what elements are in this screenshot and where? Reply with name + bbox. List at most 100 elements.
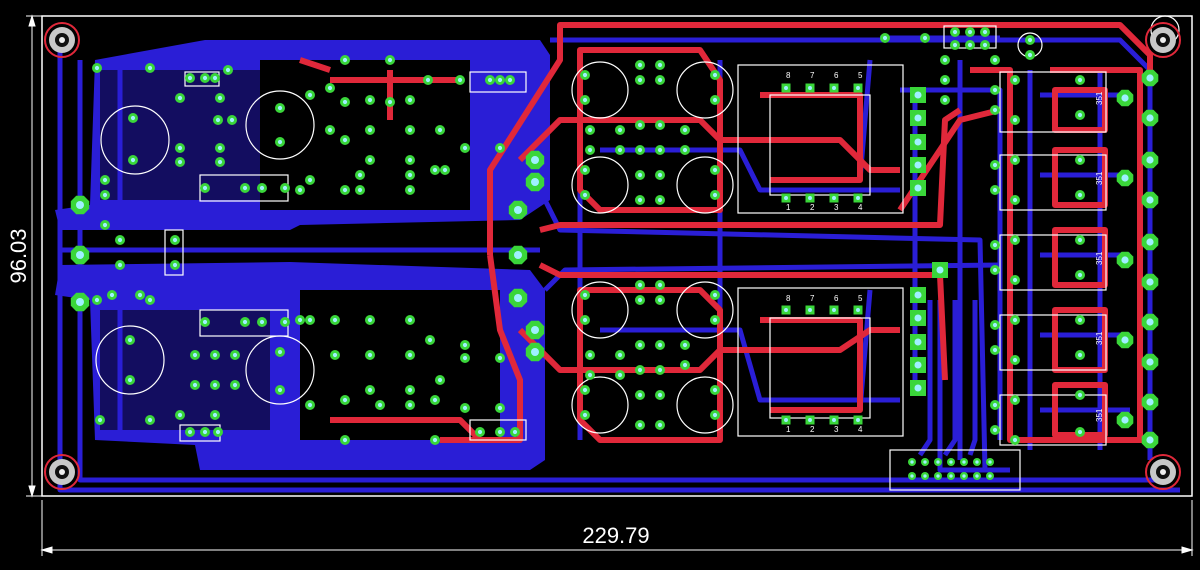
component-pad <box>405 170 415 180</box>
speaker-terminal-pad <box>1141 69 1159 87</box>
capacitor-outline <box>100 105 170 175</box>
transformer-pin-label: 1 <box>786 425 791 434</box>
component-pad <box>460 353 470 363</box>
component-pad <box>990 55 1000 65</box>
component-pad <box>340 435 350 445</box>
component-pad <box>365 95 375 105</box>
relay-lower-2: 351 <box>999 394 1107 446</box>
mounting-hole <box>1145 454 1181 490</box>
component-pad <box>295 185 305 195</box>
transformer-pin-label: 7 <box>810 71 815 80</box>
component-pad <box>305 315 315 325</box>
mounting-holes <box>44 22 1181 490</box>
transformer-upper: 8 7 6 5 1 2 3 4 <box>737 64 904 214</box>
component-pad <box>710 165 720 175</box>
component-pad <box>1010 315 1020 325</box>
header-pad <box>910 380 926 396</box>
component-pad <box>635 365 645 375</box>
relay-label: 351 <box>1095 251 1104 265</box>
mounting-hole <box>1145 22 1181 58</box>
capacitor-outline <box>245 90 315 160</box>
component-pad <box>405 400 415 410</box>
component-pad <box>585 350 595 360</box>
component-pad <box>355 170 365 180</box>
header-pin <box>960 472 968 480</box>
component-pad <box>340 55 350 65</box>
component-pad <box>305 400 315 410</box>
component-pad <box>305 175 315 185</box>
component-pad <box>430 435 440 445</box>
header-pin <box>973 472 981 480</box>
component-pad <box>215 143 225 153</box>
component-pad <box>920 33 930 43</box>
transformer-pin <box>853 415 863 425</box>
component-pad <box>510 427 520 437</box>
component-pad <box>495 75 505 85</box>
component-pad <box>425 335 435 345</box>
component-pad <box>580 410 590 420</box>
component-pad <box>710 70 720 80</box>
transformer-pin <box>853 193 863 203</box>
component-pad <box>580 290 590 300</box>
connector-pad <box>525 320 545 340</box>
component-pad <box>135 290 145 300</box>
transformer-pin-label: 8 <box>786 294 791 303</box>
component-pad <box>1075 350 1085 360</box>
component-pad <box>940 95 950 105</box>
header-pad <box>910 357 926 373</box>
component-pad <box>280 317 290 327</box>
component-pad <box>115 260 125 270</box>
component-pad <box>423 75 433 85</box>
component-pad <box>710 190 720 200</box>
speaker-terminal-pad <box>1141 431 1159 449</box>
component-pad <box>175 410 185 420</box>
component-pad <box>1075 190 1085 200</box>
component-pad <box>990 400 1000 410</box>
connector-pad <box>525 172 545 192</box>
component-pad <box>460 403 470 413</box>
component-pad <box>1075 235 1085 245</box>
transformer-pin-label: 5 <box>858 294 863 303</box>
component-pad <box>615 370 625 380</box>
component-pad <box>635 60 645 70</box>
component-pad <box>1075 75 1085 85</box>
component-pad <box>655 365 665 375</box>
transformer-pin <box>853 83 863 93</box>
component-pad <box>365 315 375 325</box>
transformer-lower: 8 7 6 5 1 2 3 4 <box>737 287 904 437</box>
header-pad <box>910 287 926 303</box>
component-pad <box>950 27 960 37</box>
component-pad <box>615 350 625 360</box>
width-dimension-label: 229.79 <box>582 523 649 548</box>
component-pad <box>440 165 450 175</box>
capacitor-outline <box>676 156 734 214</box>
header-pin <box>934 472 942 480</box>
component-pad <box>92 63 102 73</box>
header-pin <box>960 458 968 466</box>
connector-pad <box>70 292 90 312</box>
component-pad <box>655 195 665 205</box>
connector-pad <box>525 150 545 170</box>
component-pad <box>1075 270 1085 280</box>
component-pad <box>175 157 185 167</box>
header-pad <box>910 134 926 150</box>
component-pad <box>635 195 645 205</box>
component-pad <box>145 63 155 73</box>
component-pad <box>365 155 375 165</box>
component-pad <box>580 165 590 175</box>
component-pad <box>100 175 110 185</box>
component-pad <box>990 85 1000 95</box>
component-pad <box>190 380 200 390</box>
component-pad <box>275 385 285 395</box>
component-pad <box>980 27 990 37</box>
transformer-pin <box>829 193 839 203</box>
component-pad <box>375 400 385 410</box>
component-pad <box>355 185 365 195</box>
component-pad <box>405 185 415 195</box>
component-pad <box>1075 155 1085 165</box>
component-pad <box>1075 110 1085 120</box>
component-pad <box>990 265 1000 275</box>
component-pad <box>635 390 645 400</box>
component-pad <box>940 75 950 85</box>
